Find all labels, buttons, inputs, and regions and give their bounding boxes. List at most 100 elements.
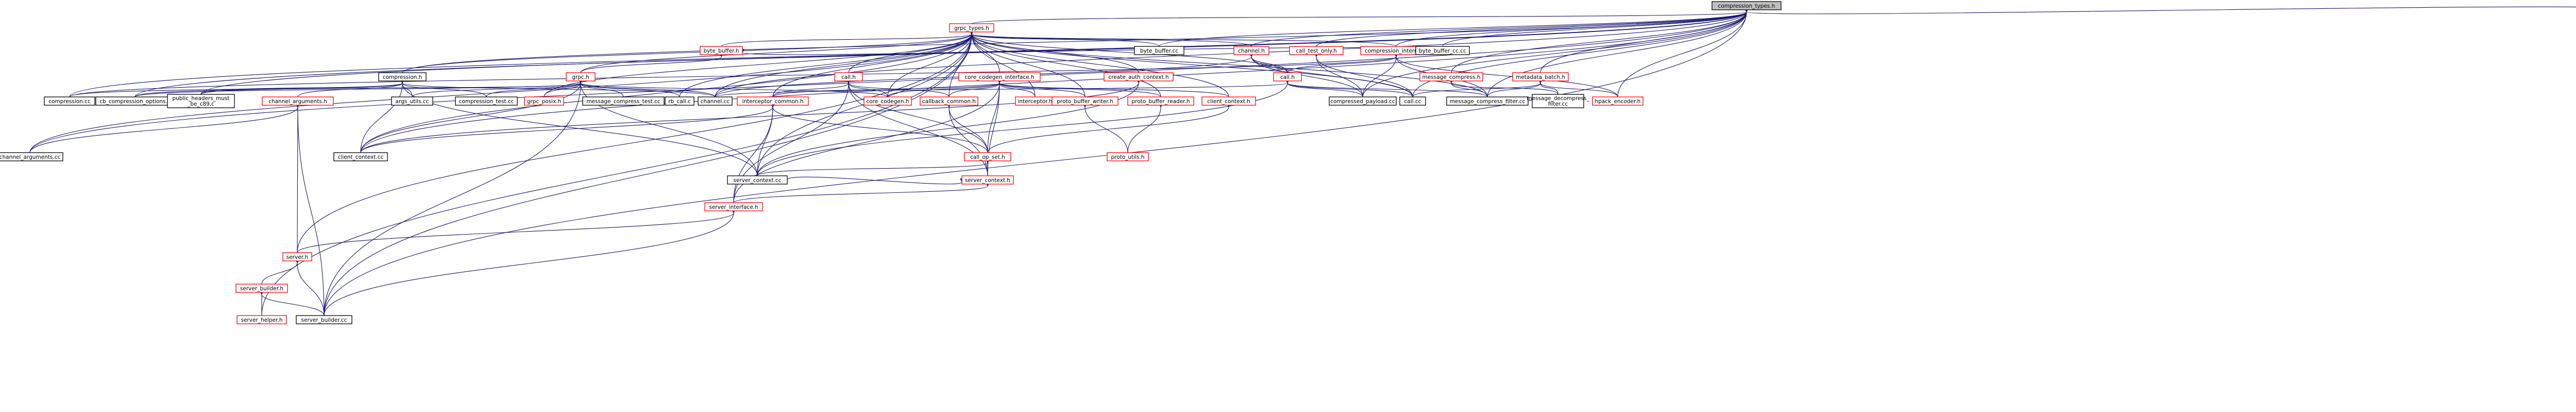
dependency-edge [969,30,1397,47]
node-box [236,315,287,324]
dependency-edge [579,79,624,97]
graph-node-hpack-encoder[interactable]: hpack_encoder.h [1592,96,1643,106]
dependency-edge [733,182,990,203]
dependency-edge [970,30,1036,97]
node-box [1711,1,1782,10]
node-label: server_context.cc [734,177,782,184]
node-box [1201,96,1256,106]
graph-node-call-h2[interactable]: call.h [1273,72,1302,81]
node-label: grpc_posix.h [527,98,561,105]
node-label: compression_test.cc [459,98,514,105]
node-label: metadata_batch.h [1516,74,1565,80]
node-label: hpack_encoder.h [1595,98,1641,105]
node-box [700,46,743,55]
graph-node-interceptor[interactable]: interceptor.h [1015,96,1055,106]
dependency-edge [360,79,404,153]
node-box [1446,96,1529,106]
node-box [949,23,994,32]
node-label: compression_types.h [1718,3,1775,9]
dependency-edge [295,259,325,316]
node-box [378,72,427,81]
graph-node-grpc-types[interactable]: grpc_types.h [949,23,994,32]
dependency-edge [297,209,736,253]
node-box [1532,94,1584,108]
node-label: byte_buffer.cc [1140,48,1178,54]
graph-node-server-helper[interactable]: server_helper.h [236,315,287,324]
dependency-edge [402,30,974,73]
node-box [1289,46,1344,55]
dependency-edge [947,104,988,153]
dependency-edge [971,8,1749,24]
node-box [698,96,733,106]
dependency-edge [846,79,988,153]
graph-node-server-builder-h[interactable]: server_builder.h [235,284,288,293]
node-label: message_compress_test.cc [586,98,660,105]
node-label: compression.h [383,74,422,80]
graph-node-call-test-only[interactable]: call_test_only.h [1289,46,1344,55]
graph-node-core-codegen-iface[interactable]: core_codegen_interface.h [958,72,1041,81]
dependency-edge [715,79,1290,97]
dependency-edge [1487,8,1749,97]
dependency-edge [1127,104,1163,153]
dependency-edge [887,79,1002,97]
dependency-edge [261,259,299,285]
node-label: create_auth_context.h [1108,74,1168,80]
node-box [566,72,596,81]
node-label: proto_buffer_writer.h [1057,98,1113,105]
dependency-edge [997,79,1086,97]
node-label: public_headers_must_be_c89.c [172,95,229,107]
graph-node-compression-internal[interactable]: compression_internal.h [1360,46,1432,55]
dependency-edge [324,30,974,316]
dependency-edge [733,104,775,203]
graph-node-grpc-h[interactable]: grpc.h [566,72,596,81]
node-label: client_context.h [1207,98,1250,105]
node-box [958,72,1041,81]
dependency-edge [715,8,1749,97]
dependency-edge [544,79,583,97]
dependency-edge [721,30,974,47]
node-box [737,96,809,106]
dependency-edge [887,30,974,97]
node-label: client_context.cc [338,154,384,160]
graph-node-core-codegen[interactable]: core_codegen.h [863,96,912,106]
dependency-edge [360,79,583,153]
dependency-edge [947,104,988,176]
graph-node-call-op-set[interactable]: call_op_set.h [964,152,1011,161]
graph-node-cb-compression-opts: cb_compression_options.c [95,96,175,106]
graph-node-client-context-h[interactable]: client_context.h [1201,96,1256,106]
graph-node-public-headers: public_headers_must_be_c89.c [167,94,235,108]
node-box [333,152,388,161]
node-box [524,96,564,106]
graph-node-channel-args-h[interactable]: channel_arguments.h [262,96,334,106]
graph-node-server-interface[interactable]: server_interface.h [704,202,763,211]
graph-node-grpc-posix[interactable]: grpc_posix.h [524,96,564,106]
graph-node-server-context-h[interactable]: server_context.h [961,175,1014,185]
dependency-edge [772,79,851,97]
node-label: proto_buffer_reader.h [1132,98,1190,105]
node-label: server_helper.h [241,317,283,323]
node-label: channel.h [1238,48,1265,54]
graph-node-root[interactable]: compression_types.h [1711,1,1782,10]
graph-node-interceptor-common[interactable]: interceptor_common.h [737,96,809,106]
graph-node-byte-buffer[interactable]: byte_buffer.h [700,46,743,55]
dependency-edge [1487,79,1543,97]
dependency-edge [360,103,775,153]
dependency-edge [970,30,1488,97]
dependency-edge [486,79,583,97]
dependency-edge [1396,8,1749,47]
node-label: core_codegen_interface.h [964,74,1034,80]
graph-node-channel-cc: channel.cc [698,96,733,106]
graph-node-callback-common[interactable]: callback_common.h [920,96,978,106]
graph-node-call-h[interactable]: call.h [834,72,863,81]
dependency-edge [134,8,1749,97]
graph-node-server-h[interactable]: server.h [282,252,312,261]
graph-node-proto-utils[interactable]: proto_utils.h [1107,152,1149,161]
graph-node-metadata-batch[interactable]: metadata_batch.h [1512,72,1569,81]
graph-node-channel-h[interactable]: channel.h [1233,46,1269,55]
graph-node-message-compress[interactable]: message_compress.h [1419,72,1483,81]
graph-node-create-auth[interactable]: create_auth_context.h [1104,72,1174,81]
graph-node-proto-buffer-writer[interactable]: proto_buffer_writer.h [1052,96,1118,106]
node-box [964,152,1011,161]
graph-node-proto-buffer-reader[interactable]: proto_buffer_reader.h [1127,96,1194,106]
node-label: grpc_types.h [954,25,989,31]
